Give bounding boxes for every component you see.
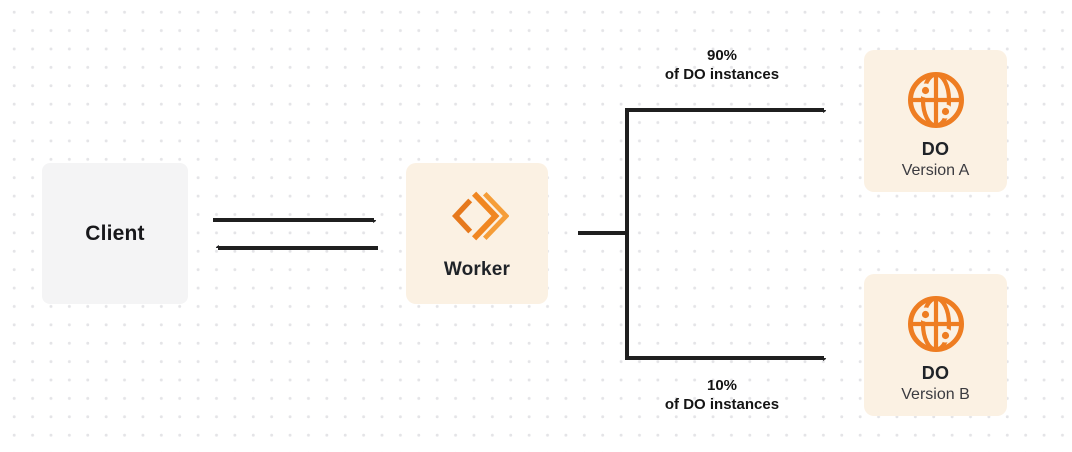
do-b-label: DO bbox=[921, 363, 950, 383]
arrow-split-to-do-a bbox=[625, 108, 824, 358]
do-a-label: DO bbox=[921, 139, 950, 159]
split-caption-90: of DO instances bbox=[664, 66, 780, 83]
globe-icon bbox=[904, 68, 968, 132]
workers-logo-icon bbox=[445, 187, 509, 245]
do-b-sublabel: Version B bbox=[901, 386, 970, 403]
split-caption-10: of DO instances bbox=[664, 396, 780, 413]
do-a-sublabel: Version A bbox=[901, 162, 970, 179]
node-client: Client bbox=[42, 163, 188, 304]
split-percent-90: 90% bbox=[706, 47, 738, 64]
split-label-90: 90% of DO instances bbox=[617, 46, 827, 84]
node-worker: Worker bbox=[406, 163, 548, 304]
arrow-split-to-do-b bbox=[625, 110, 824, 358]
globe-icon bbox=[904, 292, 968, 356]
client-label: Client bbox=[85, 221, 145, 245]
node-do-version-a: DO Version A bbox=[864, 50, 1007, 192]
split-label-10: 10% of DO instances bbox=[617, 376, 827, 414]
worker-label: Worker bbox=[443, 258, 511, 280]
node-do-version-b: DO Version B bbox=[864, 274, 1007, 416]
split-percent-10: 10% bbox=[706, 377, 738, 394]
